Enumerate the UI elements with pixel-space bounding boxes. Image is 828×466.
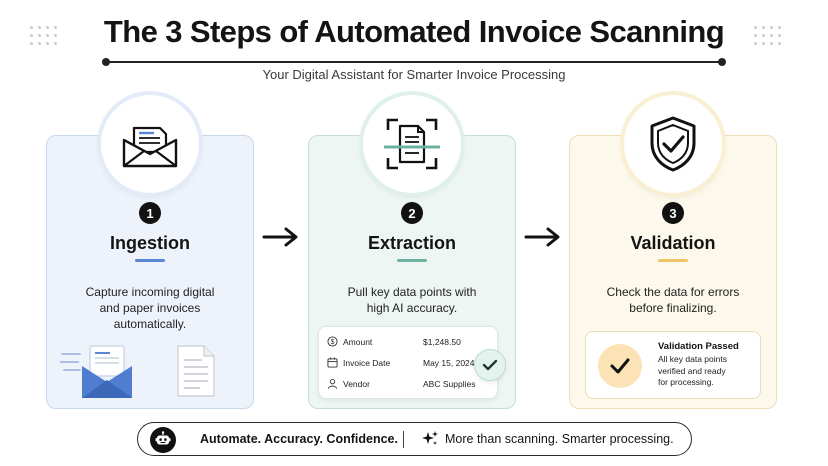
footer-banner: Automate. Accuracy. Confidence. More tha…	[137, 422, 692, 456]
decorative-dot	[762, 42, 765, 45]
check-icon	[482, 359, 498, 371]
step-number-1: 1	[139, 202, 161, 224]
step-underline-extraction	[397, 259, 427, 262]
validation-result-card: Validation Passed All key data points ve…	[585, 331, 761, 399]
data-row-amount: $ Amount $1,248.50	[327, 335, 497, 351]
description-line: Capture incoming digital	[85, 285, 215, 299]
validation-icon-ring	[624, 95, 722, 193]
step-number-3: 3	[662, 202, 684, 224]
decorative-dot	[54, 26, 57, 29]
shield-check-icon	[650, 116, 696, 172]
decorative-dot	[46, 42, 49, 45]
validation-check-badge	[598, 344, 642, 388]
decorative-dot	[46, 34, 49, 37]
decorative-dot	[30, 42, 33, 45]
footer-divider	[403, 431, 404, 448]
document-scan-icon	[384, 118, 440, 170]
step-title-extraction: Extraction	[367, 233, 457, 253]
data-row-invoice-date: Invoice Date May 15, 2024	[327, 356, 497, 372]
check-icon	[610, 358, 630, 374]
decorative-dot	[762, 26, 765, 29]
decorative-dot	[38, 34, 41, 37]
validation-text-line: verified and ready	[658, 365, 726, 376]
data-value: ABC Supplies	[423, 379, 476, 389]
extraction-icon-ring	[363, 95, 461, 193]
decorative-dot	[30, 34, 33, 37]
svg-text:$: $	[331, 339, 335, 346]
extraction-check-badge	[474, 349, 506, 381]
data-value: $1,248.50	[423, 337, 461, 347]
arrow-right-icon	[262, 227, 298, 247]
description-line: before finalizing.	[629, 301, 717, 315]
validation-text: All key data points verified and ready f…	[658, 354, 758, 389]
step-number-2: 2	[401, 202, 423, 224]
data-row-vendor: Vendor ABC Supplies	[327, 377, 497, 393]
data-label: Invoice Date	[343, 358, 391, 368]
footer-tagline: Automate. Accuracy. Confidence.	[200, 432, 398, 446]
robot-icon	[150, 427, 176, 453]
decorative-dot	[754, 34, 757, 37]
decorative-dot	[770, 42, 773, 45]
envelope-invoice-icon	[122, 126, 178, 168]
page-subtitle: Your Digital Assistant for Smarter Invoi…	[262, 67, 566, 82]
calendar-icon	[327, 357, 338, 368]
step-description-validation: Check the data for errors before finaliz…	[569, 284, 777, 316]
page-title: The 3 Steps of Automated Invoice Scannin…	[103, 14, 725, 49]
decorative-dot	[778, 26, 781, 29]
decorative-dot	[38, 26, 41, 29]
decorative-dot	[38, 42, 41, 45]
validation-text-line: All key data points	[658, 354, 727, 364]
sparkle-icon	[422, 431, 438, 445]
step-underline-ingestion	[135, 259, 165, 262]
email-envelope-icon	[60, 345, 132, 398]
decorative-dot	[30, 26, 33, 29]
data-label: Vendor	[343, 379, 370, 389]
person-icon	[327, 379, 338, 389]
paper-invoice-icon	[177, 345, 215, 397]
footer-slogan: More than scanning. Smarter processing.	[445, 432, 674, 446]
data-label: Amount	[343, 337, 373, 347]
decorative-dot	[54, 42, 57, 45]
dollar-icon: $	[327, 336, 338, 347]
decorative-dot	[778, 34, 781, 37]
description-line: high AI accuracy.	[366, 301, 458, 315]
step-underline-validation	[658, 259, 688, 262]
ingestion-icon-ring	[101, 95, 199, 193]
description-line: automatically.	[113, 317, 187, 331]
decorative-dot	[762, 34, 765, 37]
decorative-dot	[770, 26, 773, 29]
description-line: Check the data for errors	[606, 285, 740, 299]
decorative-dot	[754, 42, 757, 45]
decorative-dot	[778, 42, 781, 45]
step-title-ingestion: Ingestion	[110, 233, 190, 253]
step-description-ingestion: Capture incoming digital and paper invoi…	[46, 284, 254, 332]
title-divider	[102, 58, 726, 66]
validation-text-line: for processing.	[658, 377, 714, 387]
validation-title: Validation Passed	[658, 341, 739, 352]
arrow-right-icon	[524, 227, 560, 247]
step-title-validation: Validation	[630, 233, 716, 253]
decorative-dot	[46, 26, 49, 29]
decorative-dot	[754, 26, 757, 29]
data-value: May 15, 2024	[423, 358, 475, 368]
decorative-dot	[54, 34, 57, 37]
extracted-data-card: $ Amount $1,248.50 Invoice Date May 15, …	[318, 326, 498, 399]
description-line: Pull key data points with	[347, 285, 477, 299]
description-line: and paper invoices	[99, 301, 201, 315]
decorative-dots-left	[30, 26, 60, 50]
decorative-dot	[770, 34, 773, 37]
step-description-extraction: Pull key data points with high AI accura…	[308, 284, 516, 316]
decorative-dots-right	[754, 26, 784, 50]
